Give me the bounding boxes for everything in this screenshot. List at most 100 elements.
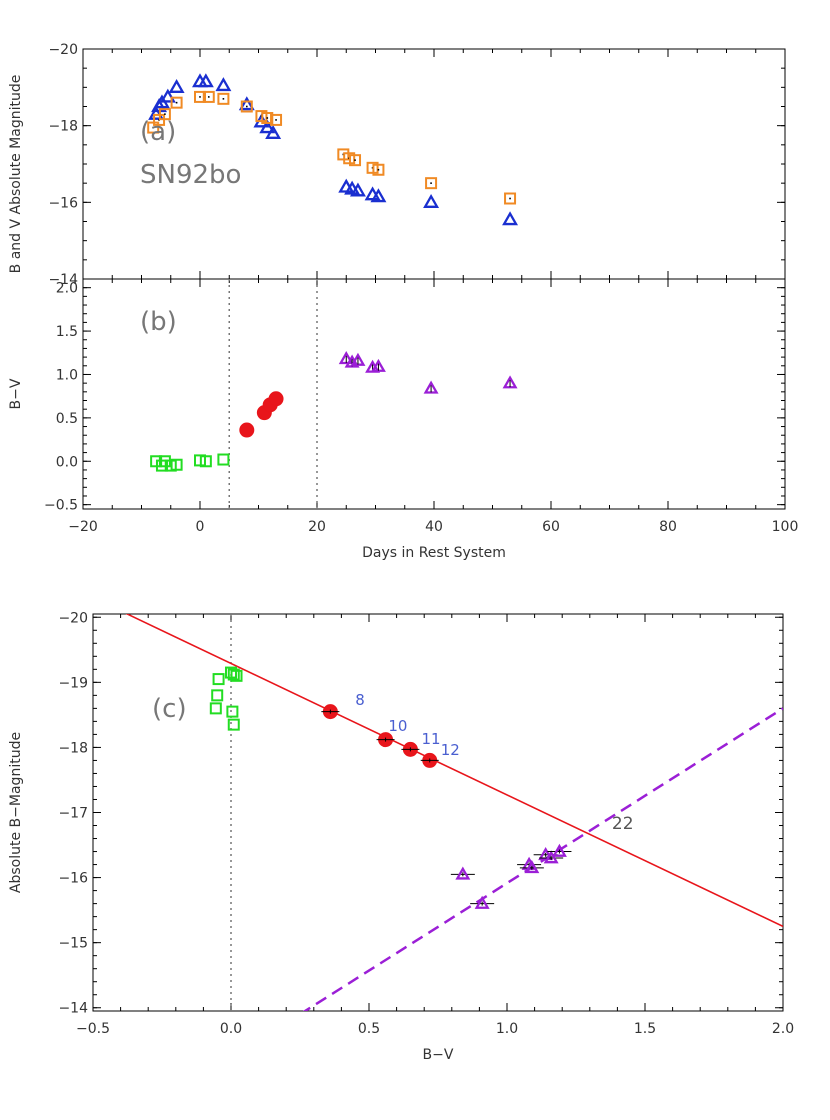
panel-b-xtick-label: 100 (772, 519, 799, 535)
panel-c-ytick-label: −18 (58, 740, 88, 756)
panel-b-ytick-label: 1.5 (56, 324, 78, 340)
panel-b-triangle-point (370, 358, 386, 372)
panel-b-ytick-label: 1.0 (56, 367, 78, 383)
panel-c-triangle-point (538, 846, 554, 861)
panel-a-errbar (354, 159, 356, 161)
panel-a-square-point (349, 154, 362, 167)
panel-c-square-point (226, 705, 239, 718)
panel-a-errbar (222, 98, 225, 100)
panel-c-xtick-label: −0.5 (76, 1021, 110, 1037)
panel-a-triangle-point (349, 182, 366, 197)
panel-a-square-point (270, 113, 283, 126)
panel-a-square-point (504, 192, 517, 205)
panel-a-errbar (152, 126, 154, 129)
panel-c-square-point (212, 673, 225, 686)
panel-b-xlabel: Days in Rest System (362, 545, 506, 561)
panel-a-square-point (240, 100, 253, 113)
panel-c-point-label: 10 (388, 717, 407, 735)
panel-c-ytick-label: −16 (58, 871, 88, 887)
panel-b-ylabel: B−V (8, 378, 24, 409)
panel-c-square-point (209, 702, 222, 715)
panel-c-square-point (211, 689, 224, 702)
panel-c-triangle-point (455, 866, 471, 880)
panel-b-circle-point (239, 422, 255, 438)
panel-c-square-point (227, 668, 240, 681)
panel-a-errbar (509, 197, 511, 200)
panel-b-ytick-label: 0.0 (56, 454, 78, 470)
panel-a-ytick-label: −14 (48, 272, 78, 288)
panel-b-ytick-label: −0.5 (44, 498, 78, 514)
panel-a-triangle-point (502, 211, 519, 226)
panel-c-xtick-label: 2.0 (772, 1021, 794, 1037)
panel-c-point-label: 8 (355, 691, 365, 709)
panel-a-triangle-point (259, 119, 276, 134)
panel-a-errbar (275, 119, 277, 121)
panel-c-triangle-point (524, 860, 540, 874)
panel-a-triangle-point (238, 96, 255, 111)
panel-b-triangle-point (502, 375, 518, 389)
panel-a-errbar (207, 96, 210, 98)
panel-a-ytick-label: −16 (48, 195, 78, 211)
panel-a-ytick-label: −18 (48, 119, 78, 135)
panel-b-square-point (217, 453, 230, 466)
panel-c-dashed-fit-line (302, 707, 783, 1011)
panel-c-square-point (227, 718, 240, 731)
panel-a-square-point (372, 163, 385, 176)
panel-a-square-point (425, 177, 438, 190)
panel-a-square-point (202, 90, 215, 103)
panel-b-xtick-label: 20 (308, 519, 326, 535)
panel-c-xtick-label: 0.5 (358, 1021, 380, 1037)
panel-a-square-point (261, 112, 274, 124)
panel-a-triangle-point (159, 88, 176, 103)
panel-b-xtick-label: 80 (659, 519, 677, 535)
panel-c-ytick-label: −14 (58, 1001, 88, 1017)
panel-c-ytick-label: −20 (58, 610, 88, 626)
panel-a-triangle-point (370, 188, 387, 203)
panel-c-annotation: 22 (612, 814, 634, 834)
panel-c-point-label: 11 (421, 730, 440, 748)
panel-a-errbar (377, 168, 380, 171)
panel-a-triangle-point (197, 73, 214, 88)
panel-b-xtick-label: 60 (542, 519, 560, 535)
panel-c-triangle-point (543, 850, 559, 864)
panel-b-xtick-label: 0 (196, 519, 205, 535)
panel-a-errbar (266, 117, 269, 119)
panel-c-solid-fit-line (125, 614, 783, 928)
panel-c-xtick-label: 1.5 (634, 1021, 656, 1037)
panel-c-xlabel: B−V (423, 1047, 454, 1063)
panel-a-errbar (164, 113, 166, 115)
panel-b-xtick-label: −20 (68, 519, 98, 535)
panel-c-ytick-label: −15 (58, 936, 88, 952)
panel-a-square-point (158, 108, 171, 121)
panel-b-triangle-point (423, 380, 439, 394)
panel-a-triangle-point (168, 79, 185, 93)
panel-c-label: (c) (152, 694, 187, 724)
supernova-label: SN92bo (140, 160, 241, 190)
panel-a-label: (a) (140, 117, 176, 147)
panel-c-xtick-label: 0.0 (220, 1021, 242, 1037)
panel-b-label: (b) (140, 307, 177, 337)
panel-c-square-point (230, 669, 243, 682)
panel-a-triangle-point (215, 77, 232, 92)
panel-b-square-point (199, 455, 212, 468)
panel-b-triangle-point (338, 351, 354, 365)
panel-b-square-point (170, 458, 183, 471)
panel-c-point-label: 12 (441, 741, 460, 759)
panel-c-ylabel: Absolute B−Magnitude (8, 732, 24, 893)
panel-a-triangle-point (265, 125, 282, 139)
panel-c-triangle-point (551, 843, 567, 857)
panel-a-square-point (194, 90, 206, 103)
panel-b-ytick-label: 0.5 (56, 411, 78, 427)
panel-c-xtick-label: 1.0 (496, 1021, 518, 1037)
panel-a-ytick-label: −20 (48, 42, 78, 58)
panel-a-square-point (217, 92, 230, 105)
panel-a-square-point (170, 96, 183, 109)
panel-b-xtick-label: 40 (425, 519, 443, 535)
panel-c-ytick-label: −19 (58, 675, 88, 691)
panel-b-triangle-point (350, 352, 366, 366)
panel-b-ytick-label: 2.0 (56, 281, 78, 297)
panel-a-errbar (175, 101, 178, 104)
panel-c-ytick-label: −17 (58, 806, 88, 822)
panel-c-triangle-point (474, 895, 490, 909)
